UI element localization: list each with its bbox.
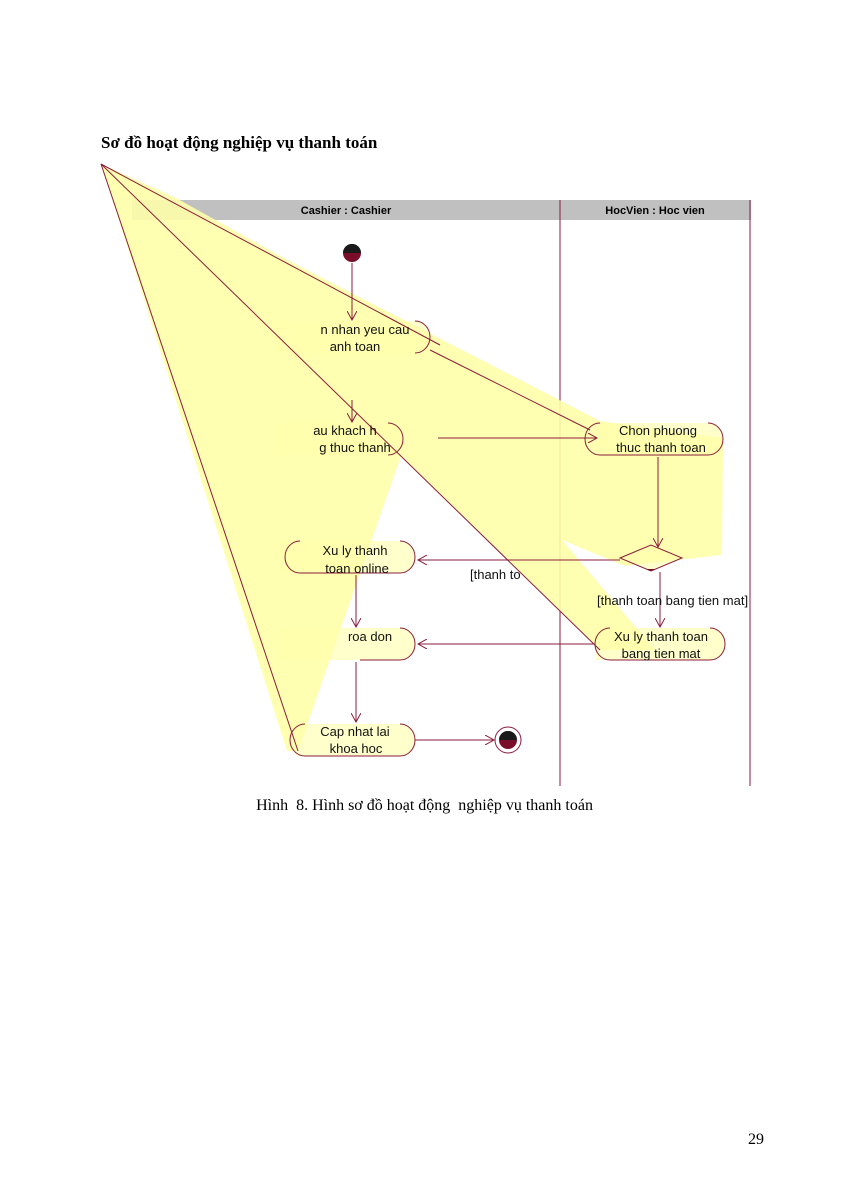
swimlane-header — [132, 200, 751, 220]
decision-marker — [646, 569, 656, 571]
activity-receive-line1: n nhan yeu cau — [321, 322, 410, 337]
page-number: 29 — [748, 1131, 764, 1148]
activity-update-line2: khoa hoc — [330, 741, 383, 756]
activity-outlines — [284, 320, 726, 757]
guard-cash: [thanh toan bang tien mat] — [597, 593, 748, 608]
activity-online-line2: toan online — [325, 561, 389, 576]
note-overlay-lines — [100, 163, 601, 752]
section-heading: Sơ đồ hoạt động nghiệp vụ thanh toán — [101, 133, 378, 152]
start-node — [343, 244, 361, 262]
note-overlay — [101, 164, 723, 751]
end-node — [494, 726, 522, 754]
activity-update-line1: Cap nhat lai — [320, 724, 389, 739]
activity-cash-line1: Xu ly thanh toan — [614, 629, 708, 644]
activity-request-method-line1: au khach h — [313, 423, 377, 438]
activity-online-line1: Xu ly thanh — [322, 543, 387, 558]
activity-cash-line2: bang tien mat — [622, 646, 701, 661]
guard-online: [thanh to — [470, 567, 521, 582]
activity-request-method-line2: g thuc thanh — [319, 440, 391, 455]
transitions — [352, 263, 660, 740]
activity-invoice-line1: roa don — [348, 629, 392, 644]
swimlane-label-hocvien: HocVien : Hoc vien — [605, 205, 705, 217]
activity-choose-method-line1: Chon phuong — [619, 423, 697, 438]
activity-choose-method-line2: thuc thanh toan — [616, 440, 706, 455]
figure-caption: Hình 8. Hình sơ đồ hoạt động nghiệp vụ t… — [256, 797, 593, 814]
swimlane-label-cashier: Cashier : Cashier — [301, 205, 392, 217]
activity-receive-line2: anh toan — [330, 339, 381, 354]
